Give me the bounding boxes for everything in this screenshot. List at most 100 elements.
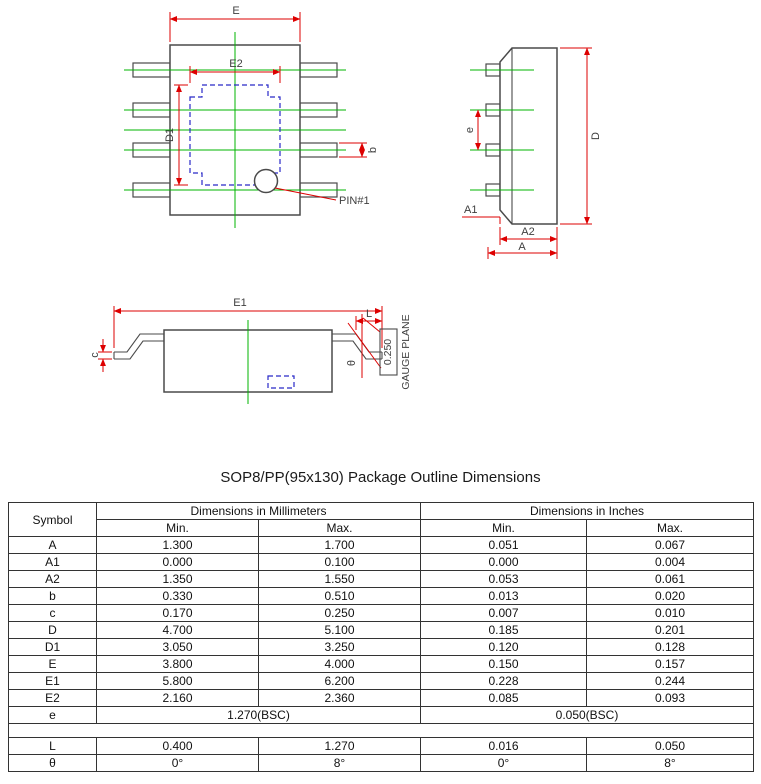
cell-mm-min: 1.350 <box>96 570 259 588</box>
cell-in-max: 0.061 <box>586 570 754 588</box>
cell-in-max: 0.201 <box>586 621 754 639</box>
dim-label-A2: A2 <box>521 226 534 238</box>
cell-mm-max: 8° <box>258 754 421 772</box>
cell-symbol: A <box>8 536 97 554</box>
cell-in-min: 0.053 <box>420 570 587 588</box>
cell-in-max: 0.004 <box>586 553 754 571</box>
cell-in-min: 0.150 <box>420 655 587 673</box>
cell-in-max: 0.020 <box>586 587 754 605</box>
dim-label-D1: D1 <box>164 128 176 142</box>
cell-in-min: 0.185 <box>420 621 587 639</box>
cell-in-min: 0° <box>420 754 587 772</box>
cell-in-max: 0.010 <box>586 604 754 622</box>
cell-symbol: A1 <box>8 553 97 571</box>
cell-symbol: b <box>8 587 97 605</box>
cell-mm-max: 1.550 <box>258 570 421 588</box>
table-row: b 0.330 0.510 0.013 0.020 <box>8 587 754 605</box>
cell-in-max: 0.067 <box>586 536 754 554</box>
table-row: A 1.300 1.700 0.051 0.067 <box>8 536 754 554</box>
header-mm-max: Max. <box>258 519 421 537</box>
package-body-side <box>499 47 558 225</box>
cell-mm-min: 3.800 <box>96 655 259 673</box>
hidden-pad-mark <box>267 375 295 389</box>
cell-in-min: 0.007 <box>420 604 587 622</box>
cell-mm-min: 3.050 <box>96 638 259 656</box>
dim-label-theta: θ <box>346 360 358 366</box>
cell-mm-max: 4.000 <box>258 655 421 673</box>
table-row: E2 2.160 2.360 0.085 0.093 <box>8 689 754 707</box>
dim-label-A1: A1 <box>464 204 477 216</box>
table-row: c 0.170 0.250 0.007 0.010 <box>8 604 754 622</box>
cell-symbol: A2 <box>8 570 97 588</box>
table-header-row: Symbol Dimensions in Millimeters Dimensi… <box>8 502 754 537</box>
cell-in-min: 0.016 <box>420 737 587 755</box>
table-spacer-row <box>8 723 754 738</box>
table-row: A2 1.350 1.550 0.053 0.061 <box>8 570 754 588</box>
cell-symbol: c <box>8 604 97 622</box>
side-view: e D A1 A2 A <box>462 47 602 259</box>
cell-in-min: 0.013 <box>420 587 587 605</box>
package-outline-drawing: E E2 D1 b PIN#1 <box>89 5 602 404</box>
header-symbol: Symbol <box>8 502 97 537</box>
cell-in-min: 0.120 <box>420 638 587 656</box>
dim-label-A: A <box>518 241 526 253</box>
cell-symbol: D1 <box>8 638 97 656</box>
pin1-marker <box>253 168 279 194</box>
cell-mm-bsc: 1.270(BSC) <box>96 706 421 724</box>
table-row: L 0.400 1.270 0.016 0.050 <box>8 737 754 755</box>
pin1-label: PIN#1 <box>339 195 370 207</box>
table-row: θ 0° 8° 0° 8° <box>8 754 754 772</box>
header-inches: Dimensions in Inches <box>420 502 754 520</box>
cell-mm-min: 0° <box>96 754 259 772</box>
cell-mm-min: 0.400 <box>96 737 259 755</box>
cell-symbol: θ <box>8 754 97 772</box>
dim-label-E: E <box>232 5 239 17</box>
gauge-value-label: 0.250 <box>382 339 394 365</box>
table-row-bsc: e 1.270(BSC) 0.050(BSC) <box>8 706 754 724</box>
header-mm: Dimensions in Millimeters <box>96 502 421 520</box>
cell-mm-min: 1.300 <box>96 536 259 554</box>
table-subheader-row: Min. Max. Min. Max. <box>9 519 754 537</box>
table-row: E1 5.800 6.200 0.228 0.244 <box>8 672 754 690</box>
cell-symbol: E2 <box>8 689 97 707</box>
cell-symbol: E <box>8 655 97 673</box>
cell-symbol: E1 <box>8 672 97 690</box>
header-in-min: Min. <box>420 519 587 537</box>
dim-label-c: c <box>89 352 101 358</box>
spacer-cell <box>8 723 754 738</box>
cell-in-max: 0.157 <box>586 655 754 673</box>
cell-in-bsc: 0.050(BSC) <box>420 706 754 724</box>
table-row: A1 0.000 0.100 0.000 0.004 <box>8 553 754 571</box>
cell-symbol: e <box>8 706 97 724</box>
exposed-pad-outline <box>189 84 281 186</box>
cell-mm-max: 0.100 <box>258 553 421 571</box>
cell-mm-max: 3.250 <box>258 638 421 656</box>
cell-mm-max: 0.510 <box>258 587 421 605</box>
table-row: D 4.700 5.100 0.185 0.201 <box>8 621 754 639</box>
cell-mm-min: 2.160 <box>96 689 259 707</box>
cell-mm-max: 2.360 <box>258 689 421 707</box>
cell-symbol: L <box>8 737 97 755</box>
cell-in-max: 0.093 <box>586 689 754 707</box>
dim-label-e: e <box>464 127 476 133</box>
dimensions-table: Symbol Dimensions in Millimeters Dimensi… <box>8 502 754 772</box>
cell-mm-max: 6.200 <box>258 672 421 690</box>
dim-label-D: D <box>590 132 602 140</box>
cell-in-max: 0.128 <box>586 638 754 656</box>
gauge-value-box <box>379 328 398 376</box>
cell-mm-max: 0.250 <box>258 604 421 622</box>
header-mm-min: Min. <box>96 519 259 537</box>
header-in-max: Max. <box>586 519 754 537</box>
gauge-plane-label: GAUGE PLANE <box>400 314 412 389</box>
front-view: E1 L c θ 0.250 GAUGE PLANE <box>89 297 412 404</box>
table-row: E 3.800 4.000 0.150 0.157 <box>8 655 754 673</box>
cell-mm-min: 0.000 <box>96 553 259 571</box>
top-view: E E2 D1 b PIN#1 <box>124 5 379 228</box>
dim-label-E1: E1 <box>233 297 246 309</box>
cell-in-max: 0.050 <box>586 737 754 755</box>
cell-in-min: 0.228 <box>420 672 587 690</box>
cell-mm-min: 0.170 <box>96 604 259 622</box>
cell-in-min: 0.085 <box>420 689 587 707</box>
cell-mm-max: 5.100 <box>258 621 421 639</box>
